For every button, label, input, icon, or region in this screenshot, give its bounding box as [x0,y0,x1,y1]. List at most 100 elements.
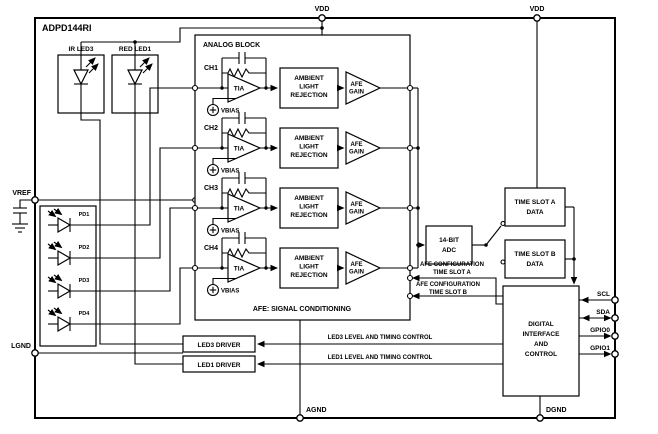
channel-label: CH4 [204,245,218,252]
timeslot-a-line: TIME SLOT A [515,199,556,206]
timeslot-b-box [504,239,566,279]
sda-label: SDA [596,309,610,316]
capacitor-icon [222,232,266,244]
timeslot-digital-bus [565,206,578,285]
capacitor-icon [13,207,27,214]
timeslot-b-line: TIME SLOT B [514,251,555,258]
timeslot-b-line: DATA [526,261,543,268]
channel-input-port [191,84,199,92]
channel-label: CH2 [204,125,218,132]
vbias-label: VBIAS [221,289,239,295]
gpio0-pin: GPIO0 [579,327,619,340]
alr-line: REJECTION [290,272,328,279]
resistor-icon [222,127,266,139]
channel-input-port [191,264,199,272]
dgnd-pin: DGND [536,396,567,422]
photodiode-icon: PD3 [47,273,90,300]
lgnd-label: LGND [11,343,31,350]
tia-amplifier-icon [227,253,262,283]
alr-line: REJECTION [290,152,328,159]
chip-name-bg [38,21,100,33]
channel-input-port [191,144,199,152]
afe-gain-line: AFE [351,82,363,88]
ambient-light-rejection-box [279,247,339,289]
dgnd-pin-icon [536,414,544,422]
vdd-right-pin-icon [533,14,541,22]
adc-line: ADC [442,247,456,254]
sda-pin: SDA [579,309,619,322]
timeslot-a-box [504,187,566,227]
chip-name: ADPD144RI [42,23,92,33]
channel-label: CH1 [204,65,218,72]
capacitor-icon [222,52,266,64]
pd2-label: PD2 [79,245,90,251]
dgnd-label: DGND [546,407,567,414]
adc-box [425,225,473,265]
digital-block: DIGITAL INTERFACE AND CONTROL [502,285,580,397]
timeslot-a-block: TIME SLOT A DATA [504,187,566,227]
channel-output-port [406,84,414,92]
config-a-label: TIME SLOT A [433,270,471,276]
vbias-source-icon [206,97,236,117]
vdd-left-pin-icon [318,14,326,22]
vref-label: VREF [12,190,31,197]
pd3-label: PD3 [79,278,90,284]
scl-pin-icon [611,296,619,304]
timeslot-b-block: TIME SLOT B DATA [504,239,566,279]
light-input-arrow [47,242,57,251]
vbias-label: VBIAS [221,109,239,115]
channel-3: CH3 TIA VBIAS AMBIE [191,172,418,237]
scl-pin: SCL [579,291,619,304]
alr-line: AMBIENT [294,135,324,142]
afe-config-b: AFE CONFIGURATION TIME SLOT B [406,282,503,300]
pd4-label: PD4 [79,311,91,317]
tia-label: TIA [234,146,245,153]
photodiode-icon: PD4 [47,306,91,333]
scl-label: SCL [597,291,610,298]
config-b-port [406,292,414,300]
vdd-pin-right: VDD [530,6,544,188]
vbias-source-icon [206,277,236,297]
alr-line: AMBIENT [294,255,324,262]
light-input-arrow [47,275,57,284]
channel-output-port [406,144,414,152]
light-input-arrow [53,207,63,216]
afe-gain-line: GAIN [349,90,364,96]
ground-icon [12,223,28,233]
channel-4: CH4 TIA VBIAS AMBIE [191,232,418,297]
afe-output-bus [416,88,426,268]
gpio0-pin-icon [611,332,619,340]
afe-gain-line: GAIN [349,270,364,276]
afe-gain-amplifier-icon [345,191,382,225]
light-emission-arrows [85,57,99,74]
afe-gain-amplifier-icon [345,251,382,285]
afe-gain-line: GAIN [349,150,364,156]
photodiode-wiring [70,87,193,325]
vref-ext-wire [19,199,32,208]
channel-output-port [406,264,414,272]
led1-control-label: LED1 LEVEL AND TIMING CONTROL [328,355,433,361]
alr-line: LIGHT [299,264,319,271]
light-emission-arrows [139,57,153,74]
agnd-label: AGND [306,407,327,414]
led1-driver-block: LED1 DRIVER [182,355,256,373]
alr-line: LIGHT [299,144,319,151]
adc-block: 14-BIT ADC [425,225,473,265]
gpio1-pin-icon [611,350,619,358]
photodiode-array: PD1 PD2 PD3 PD4 [39,87,193,347]
tia-amplifier-icon [227,193,262,223]
alr-line: LIGHT [299,204,319,211]
ambient-light-rejection-box [279,187,339,229]
light-input-arrow [53,240,63,249]
vbias-source-icon [206,217,236,237]
agnd-pin-icon [296,414,304,422]
tia-amplifier-icon [227,133,262,163]
channel-label: CH3 [204,185,218,192]
led-ir: IR LED3 [57,42,105,114]
resistor-icon [222,67,266,79]
alr-line: LIGHT [299,84,319,91]
gpio1-pin: GPIO1 [579,345,619,358]
afe-gain-amplifier-icon [345,71,382,105]
tia-label: TIA [234,206,245,213]
channel-1: CH1 TIA VBIAS AMBIE [191,52,418,117]
